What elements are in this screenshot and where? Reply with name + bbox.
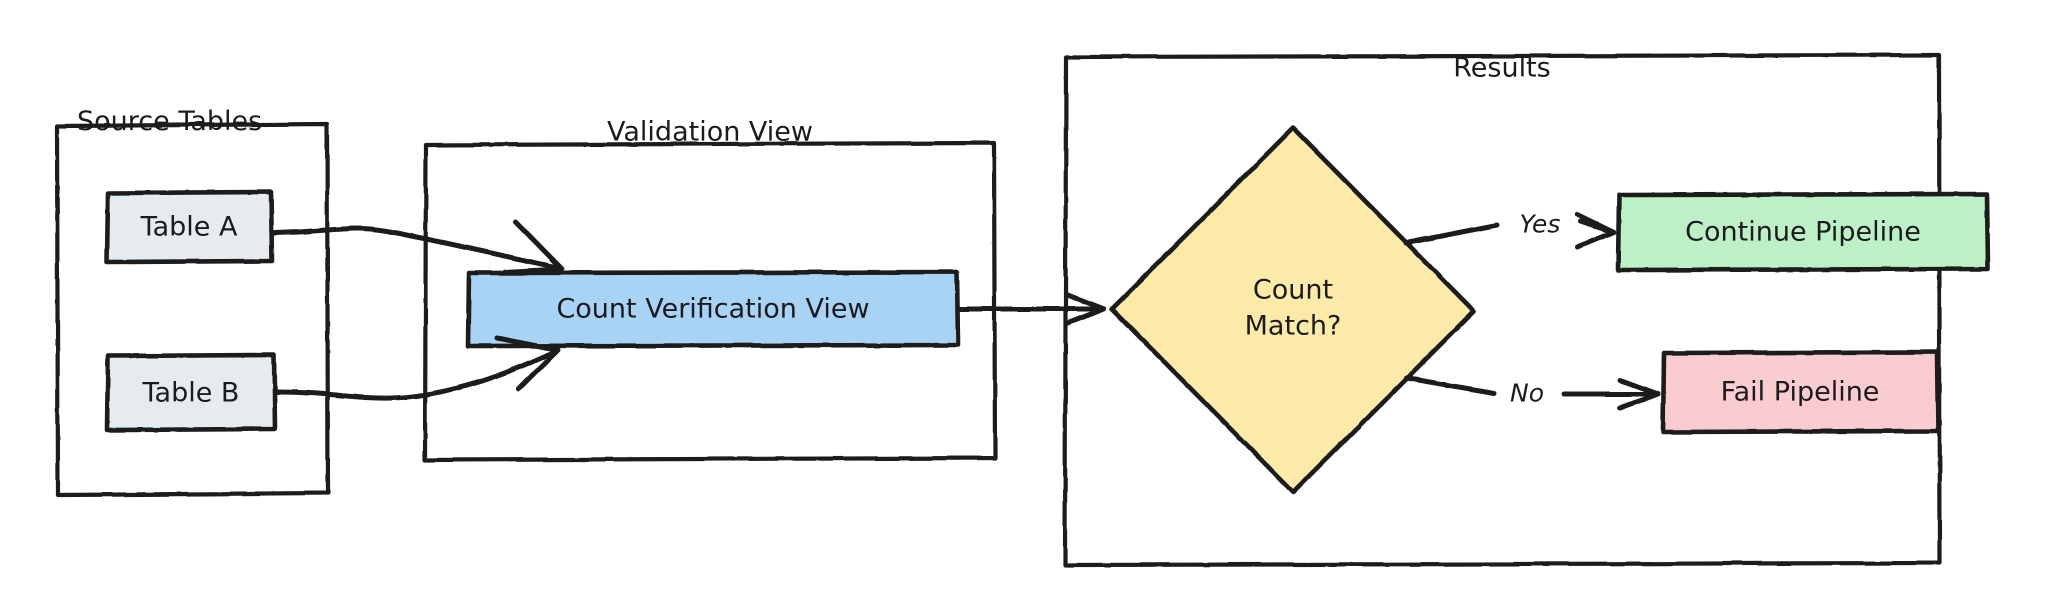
edge-decision-no <box>1403 375 1661 411</box>
node-table-b[interactable] <box>104 352 278 433</box>
node-continue-pipeline[interactable] <box>1615 191 1991 273</box>
node-decision-count-match[interactable] <box>1109 125 1477 495</box>
group-title-source-tables: Source Tables <box>77 106 263 137</box>
node-label-decision: Count Match? <box>1245 272 1342 343</box>
edge-table-a-to-count-view <box>271 219 565 275</box>
decision-line-1: Count <box>1252 274 1334 306</box>
node-fail-pipeline[interactable] <box>1660 349 1941 435</box>
group-results <box>1062 52 1943 568</box>
group-title-validation-view: Validation View <box>607 116 813 148</box>
edge-table-b-to-count-view <box>274 335 561 401</box>
node-label-table-b: Table B <box>142 377 240 409</box>
group-title-results: Results <box>1453 52 1551 84</box>
node-label-count-verification-view: Count Verification View <box>556 293 870 325</box>
group-source-tables <box>54 121 331 498</box>
edge-label-no: No <box>1510 378 1544 408</box>
decision-line-2: Match? <box>1244 310 1342 341</box>
node-label-fail-pipeline: Fail Pipeline <box>1720 376 1880 408</box>
edge-count-view-to-decision <box>957 292 1107 326</box>
node-count-verification-view[interactable] <box>465 269 961 349</box>
node-table-a[interactable] <box>104 189 275 265</box>
group-validation-view <box>422 140 998 463</box>
node-label-continue-pipeline: Continue Pipeline <box>1685 216 1921 248</box>
node-label-table-a: Table A <box>140 211 238 243</box>
edge-decision-yes <box>1403 211 1617 250</box>
edge-label-yes: Yes <box>1519 209 1561 239</box>
